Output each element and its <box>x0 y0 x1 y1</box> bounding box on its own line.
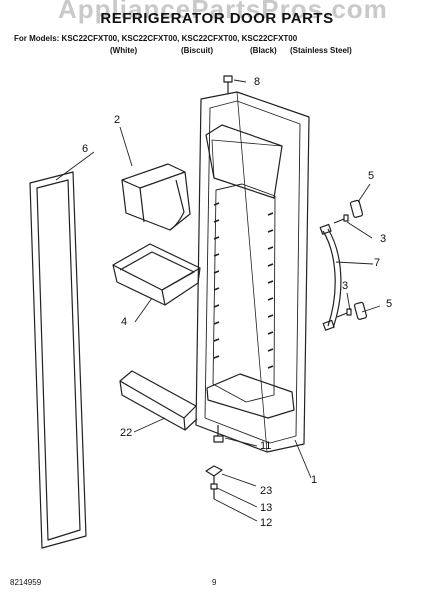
finish-white: (White) <box>110 46 138 55</box>
callout-22: 22 <box>120 427 133 439</box>
callout-2: 2 <box>114 114 121 126</box>
door-gasket-drawing <box>29 171 87 549</box>
finish-stainless-steel: (Stainless Steel) <box>290 46 352 55</box>
page-number: 9 <box>212 578 217 587</box>
callout-11: 11 <box>260 440 272 452</box>
callout-23: 23 <box>260 485 273 497</box>
liner-ribs <box>213 202 274 369</box>
callout-12: 12 <box>260 517 273 529</box>
callout-6: 6 <box>82 143 89 155</box>
callout-4: 4 <box>121 316 128 328</box>
callout-3-upper: 3 <box>380 233 387 245</box>
callout-5-lower: 5 <box>386 298 393 310</box>
door-bin-drawing <box>112 243 201 306</box>
end-caps-drawing <box>349 199 368 320</box>
watermark: AppliancePartsPros.com <box>58 0 388 24</box>
callout-7: 7 <box>374 257 381 269</box>
callout-1: 1 <box>311 474 318 486</box>
callout-8: 8 <box>254 76 261 88</box>
callout-13: 13 <box>260 502 273 514</box>
page-title: REFRIGERATOR DOOR PARTS <box>100 10 334 27</box>
dairy-door-drawing <box>121 163 191 231</box>
document-number: 8214959 <box>10 578 42 587</box>
handle-screws-drawing <box>333 214 352 318</box>
callout-5-upper: 5 <box>368 170 375 182</box>
callout-3-lower: 3 <box>342 280 349 292</box>
finish-black: (Black) <box>250 46 277 55</box>
finish-biscuit: (Biscuit) <box>181 46 213 55</box>
lower-hinge-drawing <box>205 425 224 499</box>
top-screw-drawing <box>223 75 233 94</box>
door-panel-drawing <box>195 91 310 453</box>
leader-lines <box>55 79 381 522</box>
handle-drawing <box>319 223 342 331</box>
models-line: For Models: KSC22CFXT00, KSC22CFXT00, KS… <box>14 34 298 43</box>
